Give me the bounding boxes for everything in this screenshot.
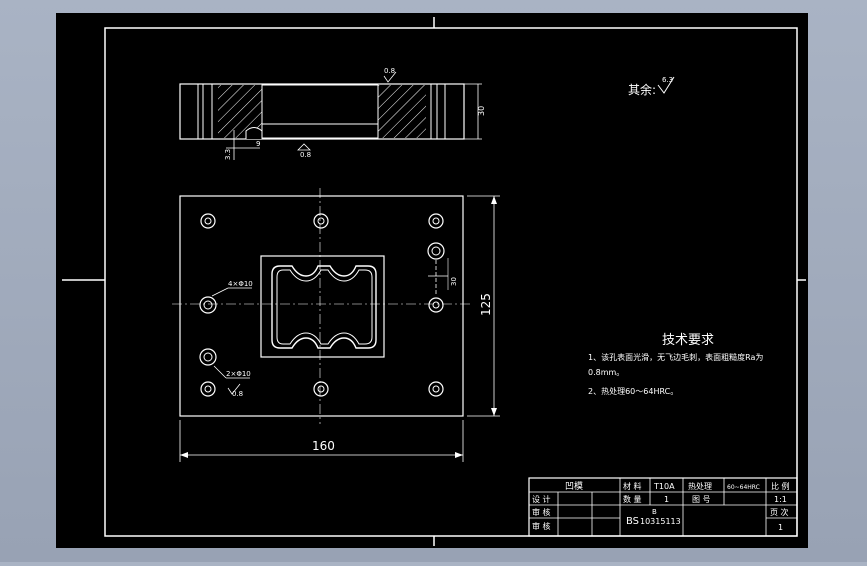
drawing-canvas: [56, 13, 808, 548]
tb-material-label: 材 料: [623, 481, 642, 491]
dim-left: 3.3: [224, 149, 232, 160]
tb-quantity-value: 1: [664, 495, 669, 504]
dim-width: 160: [312, 439, 335, 453]
surface-note: 其余: 6.3: [628, 76, 675, 97]
tb-heat-value: 60~64HRC: [727, 484, 760, 491]
tech-line-1: 1、该孔表面光滑，无飞边毛刺，表面粗糙度Ra为: [588, 352, 763, 362]
dim-hole: 9: [256, 140, 260, 148]
tech-line-2: 0.8mm。: [588, 368, 624, 377]
section-notch: [245, 127, 263, 139]
die-cavity-inner: [276, 269, 373, 345]
section-outline: [179, 83, 465, 140]
plate-outline: [179, 195, 464, 417]
tb-material-value: T10A: [653, 482, 675, 491]
title-block-text: 凹模 材 料 T10A 热处理 60~64HRC 比 例 设 计 数 量 1 图…: [532, 481, 790, 532]
tb-design-label: 设 计: [532, 494, 551, 504]
tb-check-label: 审 核: [532, 507, 551, 517]
tb-heat-label: 热处理: [688, 481, 712, 491]
die-opening-frame: [260, 255, 385, 358]
section-hatch-mid: [261, 123, 379, 139]
section-pocket: [261, 84, 379, 125]
drawing-border: [104, 27, 798, 537]
tb-scale-value: 1:1: [774, 495, 787, 504]
hole-callout-1: 4×Φ10: [228, 280, 253, 288]
tb-approve-label: 审 核: [532, 521, 551, 531]
plan-view: 30 4×Φ10 2×Φ10 0.8 160 125: [172, 188, 500, 462]
tech-requirements: 技术要求 1、该孔表面光滑，无飞边毛刺，表面粗糙度Ra为 0.8mm。 2、热处…: [588, 333, 763, 396]
tb-drawing-no-label: 图 号: [692, 495, 711, 504]
surface-note-label: 其余:: [628, 82, 656, 97]
roughness-bottom: 0.8: [300, 151, 311, 159]
section-hole-lines: [197, 84, 446, 139]
tb-top-left: 凹模: [565, 481, 583, 492]
roughness-top: 0.8: [384, 67, 395, 75]
tb-scale-label: 比 例: [771, 481, 790, 491]
roughness-symbol: [657, 76, 675, 94]
tb-code-prefix: BS: [626, 516, 639, 527]
bolt-holes: [199, 213, 445, 397]
tb-sheet-value: 1: [778, 523, 783, 532]
tb-quantity-label: 数 量: [623, 494, 642, 504]
tech-line-3: 2、热处理60～64HRC。: [588, 386, 678, 396]
die-cavity: [271, 265, 377, 349]
dim-thickness: 30: [477, 106, 486, 116]
dim-height: 125: [479, 293, 493, 316]
title-block: [528, 477, 798, 537]
tb-sheet-label: 页 次: [770, 507, 789, 517]
hole-roughness: 0.8: [232, 390, 243, 398]
section-hatch-right: [378, 85, 426, 138]
tb-code-number: 10315113: [640, 517, 681, 526]
dim-slot: 30: [450, 277, 458, 286]
tb-code-sub: B: [652, 508, 657, 516]
surface-note-value: 6.3: [662, 76, 673, 84]
hole-callout-2: 2×Φ10: [226, 370, 251, 378]
centering-marks: [62, 17, 806, 546]
tech-title: 技术要求: [662, 333, 714, 348]
section-view: 30 0.8 0.8 3.3 9: [179, 67, 486, 160]
